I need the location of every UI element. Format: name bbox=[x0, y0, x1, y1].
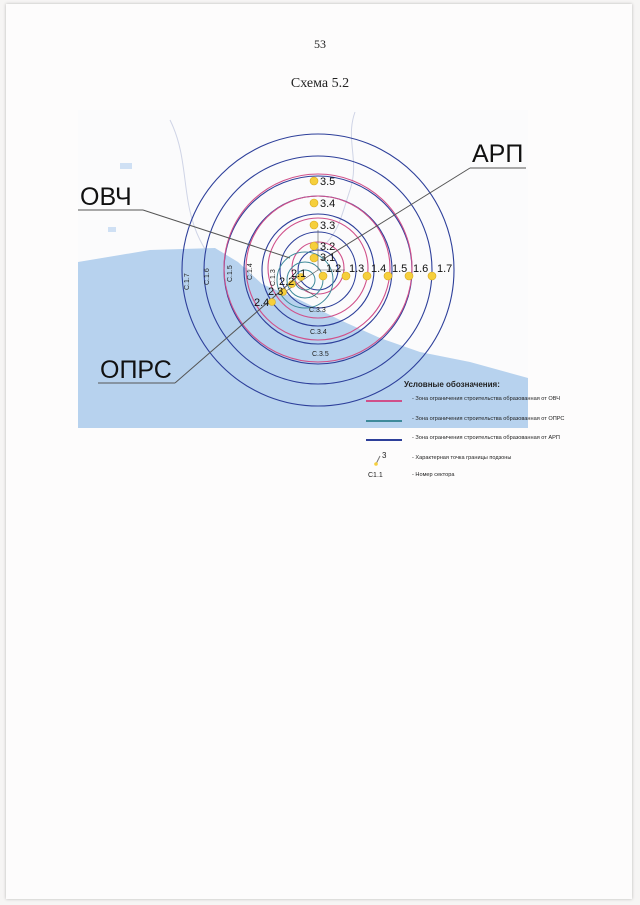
sector-c34: С.3.4 bbox=[310, 329, 327, 336]
point-label-1-7: 1.7 bbox=[437, 263, 452, 275]
legend-sector-code: С1.1 bbox=[368, 472, 383, 479]
oprs-leader-line bbox=[174, 275, 299, 384]
boundary-point bbox=[288, 280, 296, 288]
boundary-point bbox=[309, 241, 319, 251]
point-label-1-3: 1.3 bbox=[349, 263, 364, 275]
ovch-leader-line bbox=[142, 209, 291, 259]
point-label-3-4: 3.4 bbox=[320, 198, 335, 210]
lake-shape bbox=[120, 163, 132, 169]
sector-c35: С.3.5 bbox=[312, 351, 329, 358]
point-label-1-5: 1.5 bbox=[392, 263, 407, 275]
points-1 bbox=[318, 271, 437, 281]
legend-text-ovch: - Зона ограничения строительства образов… bbox=[412, 396, 560, 402]
boundary-point bbox=[341, 271, 351, 281]
lake-shape bbox=[108, 227, 116, 232]
scheme-title: Схема 5.2 bbox=[290, 76, 350, 91]
boundary-point bbox=[268, 298, 276, 306]
legend-line-blue bbox=[366, 439, 402, 441]
boundary-point bbox=[279, 288, 287, 296]
point-label-2-1: 2.1 bbox=[291, 268, 306, 280]
point-label-2-2: 2.2 bbox=[279, 276, 294, 288]
legend-item-arp: - Зона ограничения строительства образов… bbox=[362, 434, 590, 446]
boundary-point bbox=[404, 271, 414, 281]
arp-leader-line bbox=[321, 167, 471, 261]
point-label-1-2: 1.2 bbox=[326, 263, 341, 275]
point-label-3-1: 3.1 bbox=[320, 252, 335, 264]
boundary-point bbox=[309, 176, 319, 186]
sector-c16: С.1.6 bbox=[204, 268, 211, 285]
river-line bbox=[319, 111, 356, 251]
point-symbol-icon bbox=[374, 455, 381, 466]
sector-c33: С.3.3 bbox=[309, 307, 326, 314]
boundary-point bbox=[318, 271, 328, 281]
point-label-3-2: 3.2 bbox=[320, 241, 335, 253]
legend-line-teal bbox=[366, 420, 402, 422]
legend-text-oprs: - Зона ограничения строительства образов… bbox=[412, 416, 565, 422]
boundary-point bbox=[427, 271, 437, 281]
legend-line-pink bbox=[366, 400, 402, 402]
oprs-label: ОПРС bbox=[100, 356, 172, 384]
point-label-2-4: 2.4 bbox=[254, 297, 269, 309]
inner-sector-lines bbox=[279, 230, 345, 299]
sector-c17: С.1.7 bbox=[184, 273, 191, 290]
boundary-point bbox=[309, 253, 319, 263]
boundary-point bbox=[309, 220, 319, 230]
legend-item-oprs: - Зона ограничения строительства образов… bbox=[362, 415, 590, 427]
legend-text-arp: - Зона ограничения строительства образов… bbox=[412, 435, 560, 441]
point-label-1-4: 1.4 bbox=[371, 263, 386, 275]
legend-text-sector: - Номер сектора bbox=[412, 472, 455, 478]
points-2 bbox=[268, 273, 305, 306]
boundary-point bbox=[362, 271, 372, 281]
legend-item-point: 3 - Характерная точка границы подзоны bbox=[362, 451, 590, 466]
legend-item-sector: С1.1 - Номер сектора bbox=[362, 471, 590, 483]
point-label-1-6: 1.6 bbox=[413, 263, 428, 275]
boundary-point bbox=[309, 198, 319, 208]
legend-item-ovch: - Зона ограничения строительства образов… bbox=[362, 395, 590, 407]
sector-c13: С.1.3 bbox=[270, 269, 277, 286]
ovch-label: ОВЧ bbox=[80, 183, 132, 211]
boundary-point bbox=[297, 273, 305, 281]
legend-point-number: 3 bbox=[382, 451, 387, 460]
point-label-3-3: 3.3 bbox=[320, 220, 335, 232]
legend-text-point: - Характерная точка границы подзоны bbox=[412, 455, 512, 461]
point-label-3-5: 3.5 bbox=[320, 176, 335, 188]
sector-c15: С.1.5 bbox=[227, 265, 234, 282]
sector-c14: С.1.4 bbox=[247, 263, 254, 280]
boundary-point bbox=[383, 271, 393, 281]
point-label-2-3: 2.3 bbox=[268, 286, 283, 298]
legend-title: Условные обозначения: bbox=[404, 380, 500, 389]
arp-label: АРП bbox=[472, 140, 523, 168]
points-3 bbox=[309, 176, 319, 263]
page-number: 53 bbox=[314, 37, 326, 51]
